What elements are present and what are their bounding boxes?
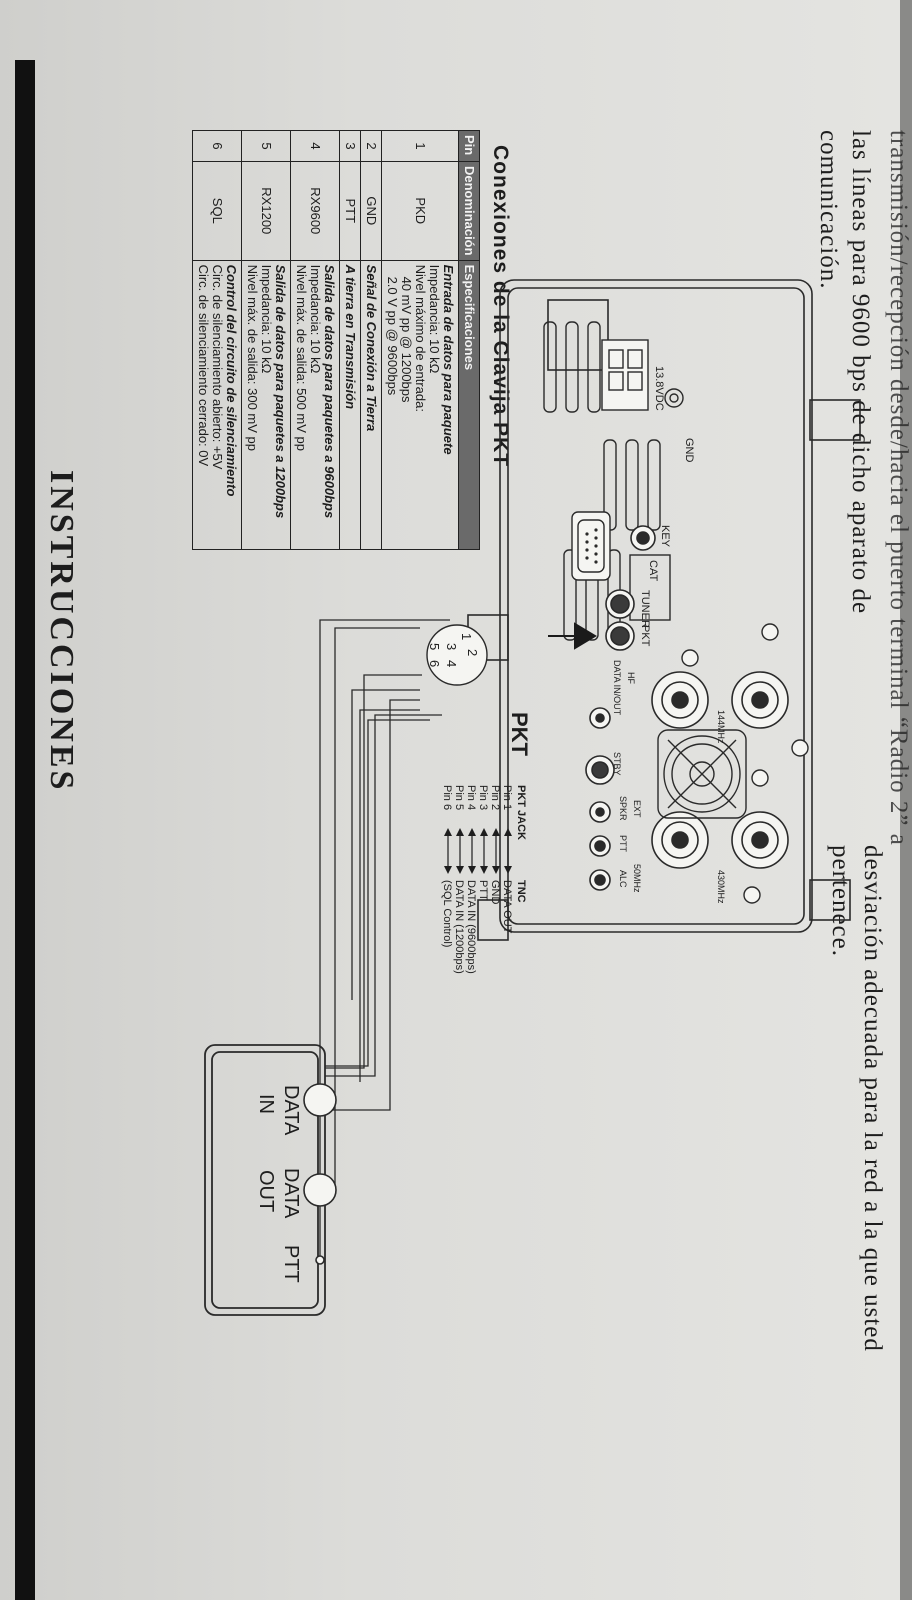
pinout-rows: Pin 1 DATA OUT Pin 2 GND Pin 3 PTT Pin 4 DATA I… bbox=[441, 785, 513, 974]
label-cat: CAT bbox=[647, 560, 659, 581]
pkt-jack bbox=[605, 621, 635, 651]
pkt-din-plug bbox=[426, 624, 488, 686]
label-stby: STBY bbox=[612, 752, 622, 776]
tnc-data-out-2: OUT bbox=[255, 1170, 277, 1212]
gnd-terminal bbox=[664, 388, 684, 408]
pinout-pin: Pin 3 bbox=[477, 785, 489, 810]
label-key: KEY bbox=[659, 525, 671, 548]
label-144mhz: 144MHz bbox=[716, 710, 726, 744]
pinout-pin: Pin 4 bbox=[465, 785, 477, 810]
pinout-pin: Pin 6 bbox=[441, 785, 453, 810]
din-pin-6: 6 bbox=[427, 660, 442, 667]
pinout-pin: Pin 5 bbox=[453, 785, 465, 810]
power-connector bbox=[601, 339, 649, 411]
din-pin-3: 3 bbox=[444, 643, 459, 650]
tnc-rca-plugs bbox=[303, 1083, 337, 1265]
arrowhead-right bbox=[444, 866, 452, 874]
label-gnd: GND bbox=[683, 438, 695, 463]
pinout-signal: GND bbox=[489, 880, 501, 905]
tnc-ptt: PTT bbox=[280, 1245, 302, 1283]
cat-connector bbox=[571, 511, 611, 581]
label-430mhz: 430MHz bbox=[716, 870, 726, 904]
label-data-inout: DATA IN/OUT bbox=[612, 660, 622, 716]
rear-jacks-row bbox=[585, 707, 615, 891]
antenna-connector-430 bbox=[731, 811, 789, 869]
label-hf: HF bbox=[626, 672, 636, 684]
label-spkr: SPKR bbox=[618, 796, 628, 821]
connection-wires bbox=[319, 619, 450, 1260]
label-pkt: PKT bbox=[639, 625, 651, 647]
arrowhead-right bbox=[480, 866, 488, 874]
cat-pins bbox=[585, 528, 598, 564]
pinout-pin: Pin 1 bbox=[501, 785, 513, 810]
tnc-data-in-1: DATA bbox=[280, 1085, 302, 1136]
pinout-signal: DATA OUT bbox=[501, 880, 513, 934]
arrowhead-left bbox=[456, 828, 464, 836]
arrow-to-pkt bbox=[548, 622, 597, 650]
din-pin-2: 2 bbox=[465, 649, 480, 656]
label-ptt: PTT bbox=[618, 835, 628, 853]
pinout-signal: (SQL Control) bbox=[441, 880, 453, 947]
arrowhead-left bbox=[492, 828, 500, 836]
radio-chassis bbox=[467, 279, 861, 941]
din-pin-5: 5 bbox=[427, 643, 442, 650]
arrowhead-right bbox=[504, 866, 512, 874]
cooling-fan bbox=[657, 729, 747, 819]
pinout-pin: Pin 2 bbox=[489, 785, 501, 810]
antenna-connector-hf bbox=[651, 671, 709, 729]
arrowhead-right bbox=[492, 866, 500, 874]
label-50mhz: 50MHz bbox=[632, 864, 642, 893]
pinout-signal: PTT bbox=[477, 880, 489, 901]
key-jack bbox=[630, 525, 656, 551]
label-ext: EXT bbox=[632, 800, 642, 818]
pinout-header-left: PKT JACK bbox=[515, 785, 527, 840]
cut-heading: INSTRUCCIONES bbox=[43, 470, 80, 793]
arrowhead-left bbox=[480, 828, 488, 836]
tnc-data-out-1: DATA bbox=[280, 1168, 302, 1219]
label-13-8vdc: 13.8VDC bbox=[653, 366, 665, 411]
pinout-signal: DATA IN (1200bps) bbox=[453, 880, 465, 974]
pkt-big-label: PKT bbox=[507, 712, 532, 757]
pinout-header-right: TNC bbox=[515, 880, 527, 903]
arrowhead-left bbox=[468, 828, 476, 836]
arrowhead-left bbox=[444, 828, 452, 836]
din-pin-4: 4 bbox=[444, 660, 459, 667]
arrowhead-right bbox=[456, 866, 464, 874]
arrowhead-left bbox=[504, 828, 512, 836]
label-alc: ALC bbox=[618, 870, 628, 888]
tnc-data-in-2: IN bbox=[255, 1094, 277, 1114]
label-tuner: TUNER bbox=[639, 590, 651, 628]
antenna-connector-144 bbox=[731, 671, 789, 729]
footer-black-bar bbox=[15, 60, 35, 1600]
tuner-jack bbox=[605, 589, 635, 619]
antenna-connector-50 bbox=[651, 811, 709, 869]
din-pin-1: 1 bbox=[459, 633, 474, 640]
arrowhead-right bbox=[468, 866, 476, 874]
pinout-signal: DATA IN (9600bps) bbox=[465, 880, 477, 974]
